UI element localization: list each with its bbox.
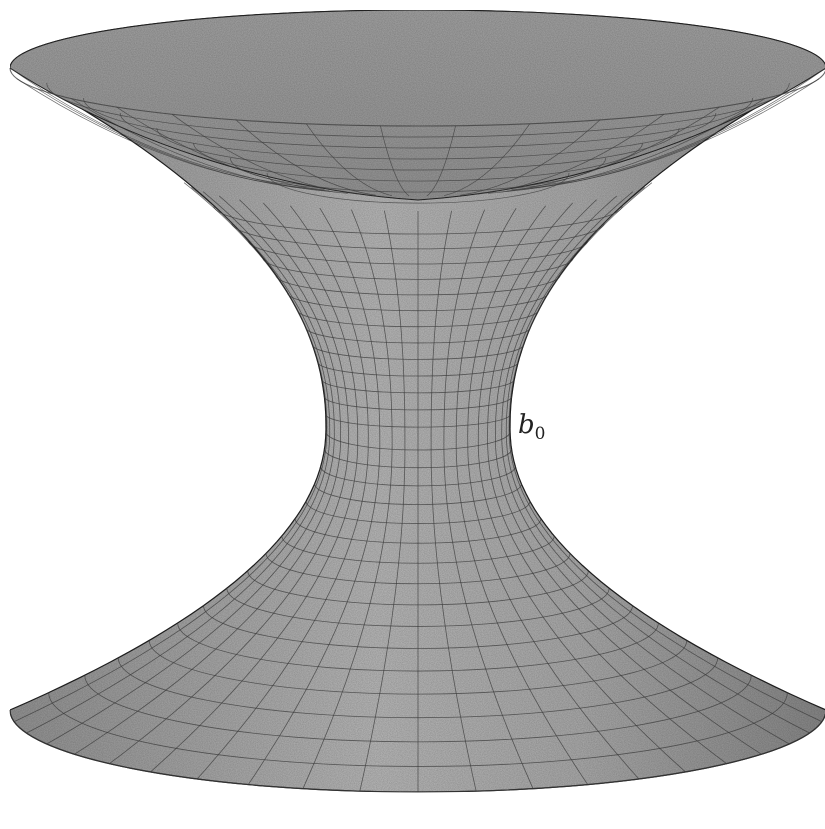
mesh-meridian-line (14, 182, 328, 722)
throat-radius-label: b0 (518, 410, 545, 444)
mesh-meridian-line (508, 182, 822, 722)
mesh-meridian-line (455, 207, 588, 785)
mesh-inner-ring-line (119, 112, 717, 160)
mesh-inner-ring-line (193, 142, 643, 182)
mesh-inner-meridian-line (9, 67, 324, 189)
mesh-meridian-line (359, 210, 406, 791)
mesh-meridian-line (487, 199, 727, 764)
mesh-meridian-line (302, 209, 393, 789)
top-rim-front-edge (9, 67, 825, 127)
mesh-meridian-line (501, 191, 790, 745)
mesh-inner-ring-line (83, 97, 753, 149)
bottom-rim-edge (9, 709, 825, 793)
mesh-inner-meridian-line (116, 106, 348, 194)
mesh-inner-meridian-line (443, 123, 530, 197)
mesh-inner-meridian-line (426, 125, 456, 197)
mesh-inner-meridian-line (475, 114, 665, 195)
mesh-inner-meridian-line (70, 98, 338, 193)
mesh-inner-meridian-line (306, 123, 393, 197)
mesh-meridian-line (467, 205, 639, 779)
surface-inner-cup (9, 9, 825, 201)
surface-mesh-grid (9, 67, 825, 793)
mesh-meridian-line (46, 191, 335, 745)
throat-radius-subscript: 0 (535, 424, 546, 444)
mesh-inner-ring-line (266, 172, 570, 204)
throat-radius-symbol: b (518, 410, 535, 440)
mesh-meridian-line (74, 195, 341, 755)
mesh-meridian-line (197, 205, 369, 779)
mesh-inner-meridian-line (511, 78, 820, 190)
mesh-inner-meridian-line (171, 114, 361, 195)
mesh-meridian-line (477, 202, 686, 772)
mesh-inner-meridian-line (460, 119, 601, 196)
mesh-meridian-line (248, 207, 381, 785)
mesh-meridian-line (150, 202, 359, 772)
mesh-inner-meridian-line (506, 88, 799, 192)
mesh-inner-meridian-line (512, 68, 825, 189)
mesh-meridian-line (495, 195, 762, 755)
mesh-meridian-line (443, 209, 534, 789)
mesh-inner-meridian-line (235, 119, 376, 196)
mesh-meridian-line (505, 186, 810, 734)
mesh-meridian-line (26, 186, 331, 734)
mesh-inner-meridian-line (380, 125, 410, 197)
mesh-meridian-line (430, 210, 477, 791)
mesh-meridian-line (109, 199, 349, 764)
hyperboloid-surface (9, 9, 825, 793)
